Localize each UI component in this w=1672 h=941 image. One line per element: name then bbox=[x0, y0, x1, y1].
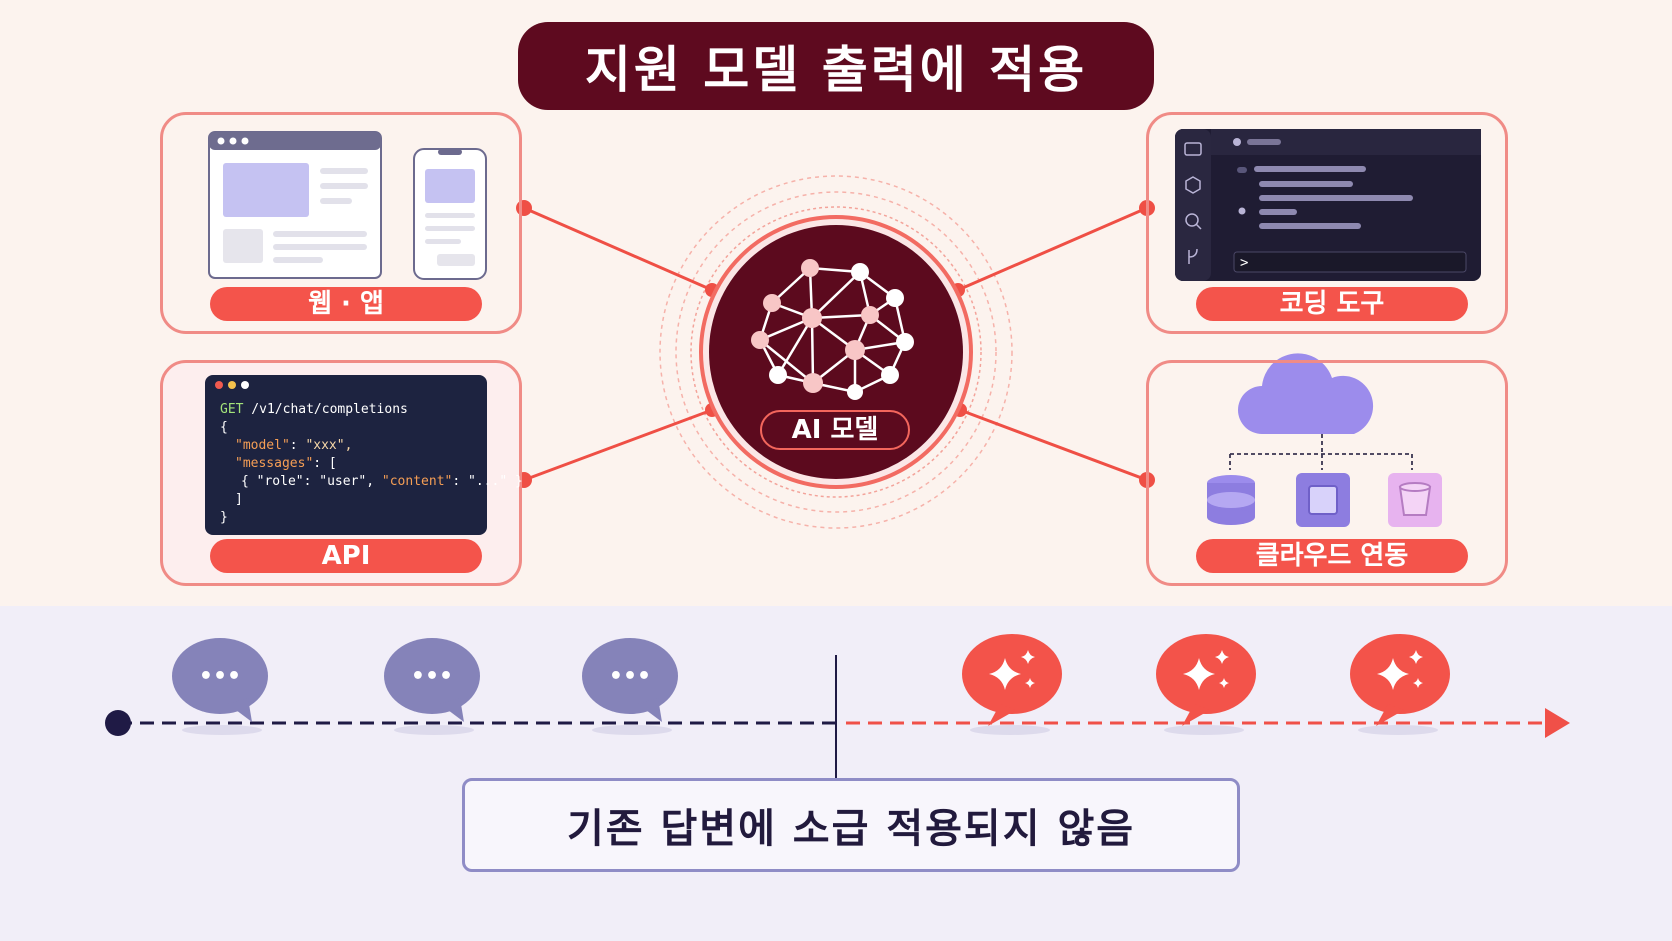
sparkle-bubble-future-2 bbox=[1156, 634, 1256, 726]
card-cloud: 클라우드 연동 bbox=[1146, 360, 1508, 586]
bucket-icon bbox=[1388, 473, 1442, 527]
code-line-model: "model": "xxx", bbox=[235, 438, 353, 453]
database-icon bbox=[1207, 475, 1255, 525]
chip-icon bbox=[1296, 473, 1350, 527]
card-label-coding-tool: 코딩 도구 bbox=[1196, 287, 1468, 321]
window-controls bbox=[215, 381, 249, 389]
code-editor-illustration bbox=[1175, 129, 1481, 281]
card-coding-tool: 코딩 도구 bbox=[1146, 112, 1508, 334]
card-label-api: API bbox=[210, 539, 482, 573]
card-web-app: 웹 · 앱 bbox=[160, 112, 522, 334]
bubble-ellipsis-2: ••• bbox=[411, 664, 453, 689]
notice-box: 기존 답변에 소급 적용되지 않음 bbox=[462, 778, 1240, 872]
code-line-bracket-close: ] bbox=[235, 492, 243, 507]
title-banner: 지원 모델 출력에 적용 bbox=[518, 22, 1154, 110]
cloud-illustration bbox=[1229, 353, 1413, 470]
chat-bubble-past-2 bbox=[384, 638, 480, 722]
bubble-ellipsis-1: ••• bbox=[199, 664, 241, 689]
connector-coding bbox=[957, 206, 1148, 292]
code-line-messages: "messages": [ bbox=[235, 456, 337, 471]
phone-illustration bbox=[413, 148, 487, 280]
code-line-request: GET /v1/chat/completions bbox=[220, 402, 408, 417]
ai-model-label: AI 모델 bbox=[760, 410, 910, 450]
timeline-arrowhead bbox=[1545, 708, 1570, 738]
connector-api bbox=[523, 408, 713, 482]
connector-cloud bbox=[959, 408, 1148, 482]
chat-bubble-past-1 bbox=[172, 638, 268, 722]
code-line-open: { bbox=[220, 420, 228, 435]
sparkle-bubble-future-3 bbox=[1350, 634, 1450, 726]
card-api: GET /v1/chat/completions { "model": "xxx… bbox=[160, 360, 523, 586]
halo-ring-inner bbox=[690, 206, 982, 498]
sparkle-bubble-future-1 bbox=[962, 634, 1062, 726]
bubble-ellipsis-3: ••• bbox=[609, 664, 651, 689]
halo-ring-mid bbox=[675, 191, 997, 513]
neural-nodes bbox=[751, 259, 914, 400]
halo-ring-outer bbox=[659, 175, 1013, 529]
page-title: 지원 모델 출력에 적용 bbox=[584, 41, 1088, 99]
connector-web bbox=[523, 206, 713, 292]
chat-bubble-past-3 bbox=[582, 638, 678, 722]
browser-window-illustration bbox=[208, 131, 382, 279]
code-line-close: } bbox=[220, 510, 228, 525]
terminal-prompt: > bbox=[1240, 255, 1248, 271]
card-label-web-app: 웹 · 앱 bbox=[210, 287, 482, 321]
notice-text: 기존 답변에 소급 적용되지 않음 bbox=[566, 806, 1136, 852]
timeline-start-dot bbox=[105, 710, 131, 736]
card-label-cloud: 클라우드 연동 bbox=[1196, 539, 1468, 573]
code-line-message-object: { "role": "user", "content": "..." } bbox=[241, 474, 523, 489]
api-code-snippet: GET /v1/chat/completions { "model": "xxx… bbox=[205, 375, 523, 535]
